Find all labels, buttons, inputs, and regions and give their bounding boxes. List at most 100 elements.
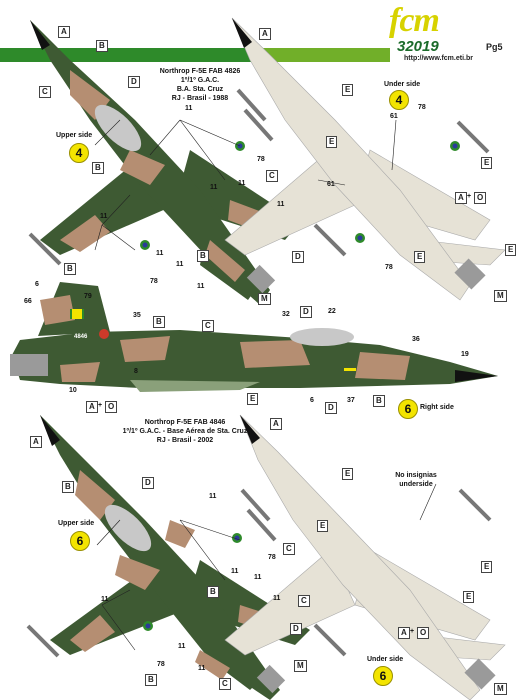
callout-35: 35 [133,312,141,319]
callout-box-m: M [258,293,271,305]
callout-box-d: D [290,623,302,635]
callout-66: 66 [24,298,32,305]
scheme-2-under-label: Under side [367,656,404,663]
callout-box-c: C [266,170,278,182]
callout-box-d: D [325,402,337,414]
callout-11: 11 [178,643,186,650]
no-insignias-line2: underside [399,481,433,488]
callout-box-e: E [317,520,329,532]
leader-lines [94,119,437,651]
callout-61: 61 [327,181,335,188]
callout-box-e: E [326,136,338,148]
callout-box-o: O [417,627,430,639]
side-view-number-disc: 6 [398,399,418,419]
callout-box-a: A [259,28,271,40]
callout-box-b: B [92,162,104,174]
callout-box-b: B [96,40,108,52]
callout-11: 11 [198,665,206,672]
callout-11: 11 [209,493,217,500]
callout-box-c: C [202,320,214,332]
scheme-1-upper-number-disc: 4 [69,143,89,163]
callout-78: 78 [385,264,393,271]
callout-11: 11 [254,574,262,581]
callout-box-c: C [298,595,310,607]
callout-box-a: A [455,192,467,204]
scheme-2-caption-line1: Northrop F-5E FAB 4846 [144,419,226,426]
no-insignias-line1: No insignias [395,472,437,479]
side-view-label: Right side [420,404,454,411]
callout-box-d: D [292,251,304,263]
callout-78: 78 [418,104,426,111]
no-insignias-note: No insignias underside [386,471,446,489]
callout-box-e: E [505,244,517,256]
callout-22: 22 [328,308,336,315]
callout-11: 11 [231,568,239,575]
callout-box-e: E [342,84,354,96]
scheme-2-caption-line3: RJ - Brasil - 2002 [156,437,214,444]
callout-6: 6 [35,281,39,288]
callout-box-e: E [481,561,493,573]
tail-serial: 4846 [74,334,88,340]
callout-box-e: E [463,591,475,603]
callout-6: 6 [310,397,314,404]
callout-11: 11 [185,105,193,112]
callout-78: 78 [268,554,276,561]
callout-61: 61 [390,113,398,120]
scheme-2-upper-label: Upper side [58,520,95,527]
callout-11: 11 [210,184,218,191]
scheme-1-under-label: Under side [384,81,421,88]
callout-box-b: B [64,263,76,275]
callout-36: 36 [412,336,420,343]
callout-11: 11 [101,596,109,603]
callout-box-e: E [481,157,493,169]
callout-11: 11 [156,250,164,257]
callout-box-c: C [283,543,295,555]
callout-box-m: M [494,683,507,695]
callout-plus: + [467,193,472,200]
callout-box-c: C [219,678,231,690]
callout-32: 32 [282,311,290,318]
callout-box-a: A [270,418,282,430]
callout-box-o: O [474,192,487,204]
callout-box-e: E [247,393,259,405]
callout-11: 11 [238,180,246,187]
upper-side-plan-4 [28,20,300,305]
scheme-2-upper-number-disc: 6 [70,531,90,551]
callout-box-c: C [39,86,51,98]
brand-logo-text: fcm [389,2,440,39]
callout-11: 11 [273,595,281,602]
callout-19: 19 [461,351,469,358]
callout-78: 78 [150,278,158,285]
callout-box-m: M [494,290,507,302]
callout-79: 79 [84,293,92,300]
scheme-1-under-number-disc: 4 [389,90,409,110]
callout-10: 10 [69,387,77,394]
website-url: http://www.fcm.eti.br [404,55,473,62]
callout-box-d: D [142,477,154,489]
header-gradient-bar [260,48,390,62]
callout-box-a: A [30,436,42,448]
callout-box-b: B [145,674,157,686]
callout-box-d: D [128,76,140,88]
page-number: Pg5 [486,42,503,52]
scheme-2-caption-line2: 1º/1º G.A.C. - Base Aérea de Sta. Cruz [122,428,248,435]
callout-box-b: B [153,316,165,328]
callout-box-e: E [342,468,354,480]
callout-11: 11 [277,201,285,208]
scheme-1-caption-line3: B.A. Sta. Cruz [176,86,224,93]
callout-11: 11 [176,261,184,268]
right-side-profile [10,282,498,392]
callout-37: 37 [347,397,355,404]
callout-box-o: O [105,401,118,413]
scheme-1-upper-label: Upper side [56,132,93,139]
scheme-2-caption: Northrop F-5E FAB 4846 1º/1º G.A.C. - Ba… [90,418,280,445]
callout-box-a: A [398,627,410,639]
callout-box-b: B [62,481,74,493]
callout-box-m: M [294,660,307,672]
callout-plus: + [410,628,415,635]
callout-box-b: B [197,250,209,262]
callout-box-a: A [86,401,98,413]
callout-box-d: D [300,306,312,318]
